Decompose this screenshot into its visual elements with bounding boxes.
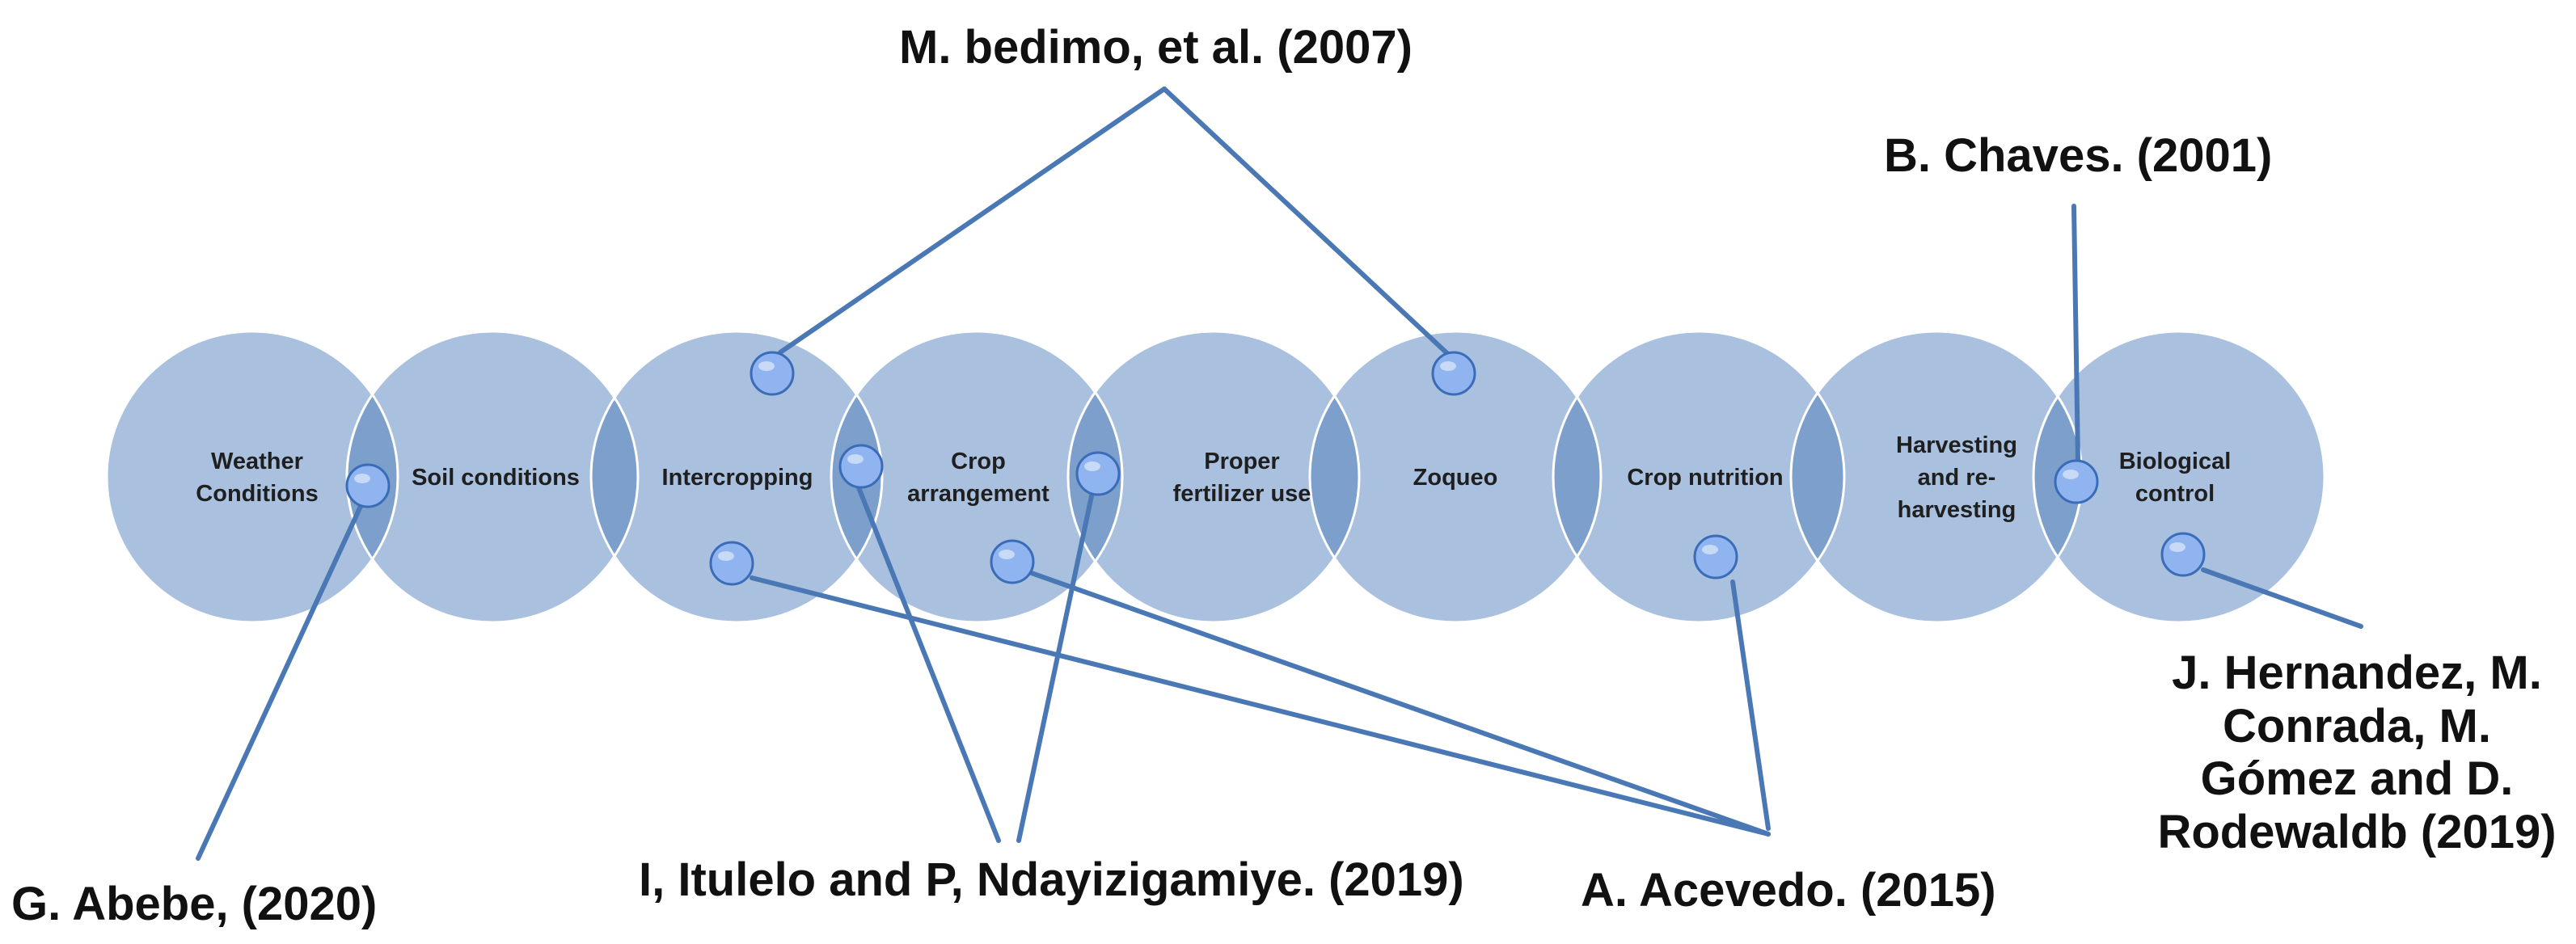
stage-label: Harvesting — [1896, 432, 2017, 458]
reference-abebe: G. Abebe, (2020) — [11, 878, 378, 930]
stage-circle — [1553, 331, 1844, 622]
stage-outlines — [105, 330, 2326, 624]
stage-label: and re- — [1918, 465, 1996, 491]
stage-circle — [107, 331, 398, 622]
reference-dot — [990, 539, 1035, 584]
connector-line — [1024, 569, 1771, 837]
stage-circle — [591, 331, 882, 622]
stage-outline — [2032, 330, 2326, 624]
connector-line — [848, 465, 1001, 843]
stage-circles — [107, 331, 2325, 622]
reference-dot-highlight — [1702, 545, 1718, 554]
reference-hernandez-line: J. Hernandez, M. — [2172, 647, 2542, 699]
reference-dot — [345, 463, 391, 508]
stage-label: control — [2135, 481, 2215, 507]
reference-dot-highlight — [1084, 461, 1100, 471]
reference-dot — [2160, 532, 2206, 577]
stage-outline — [830, 330, 1124, 624]
reference-dot-highlight — [718, 551, 734, 561]
connector-line — [1016, 474, 1098, 843]
stage-circle — [1310, 331, 1601, 622]
reference-dot-highlight — [847, 454, 864, 464]
stage-label: Weather — [211, 449, 303, 474]
reference-chaves: B. Chaves. (2001) — [1884, 129, 2273, 182]
stage-outline — [1308, 330, 1603, 624]
stage-label: Crop nutrition — [1627, 465, 1783, 491]
reference-dot-highlight — [2169, 542, 2185, 552]
reference-hernandez: J. Hernandez, M. Conrada, M. Gómez and D… — [2147, 647, 2567, 858]
reference-dot — [1693, 534, 1738, 579]
stage-outline — [589, 330, 884, 624]
stage-outline — [1552, 330, 1846, 624]
connector-line — [1730, 579, 1771, 831]
stage-outline — [345, 330, 640, 624]
stage-outline — [1066, 330, 1361, 624]
reference-dots — [345, 351, 2206, 586]
connector-line — [2071, 204, 2080, 463]
stage-label: arrangement — [907, 481, 1049, 507]
stage-outline — [105, 330, 399, 624]
reference-dot-highlight — [999, 550, 1015, 559]
stage-label: Crop — [951, 449, 1006, 474]
stage-overlap — [1310, 395, 1360, 558]
reference-dot — [1075, 451, 1121, 496]
stage-label: Soil conditions — [412, 465, 580, 491]
stage-label: Intercropping — [662, 465, 813, 491]
reference-itulelo: I, Itulelo and P, Ndayizigamiye. (2019) — [639, 853, 1464, 906]
stage-label: harvesting — [1898, 497, 2016, 523]
reference-dot — [750, 351, 795, 396]
connector-line — [1162, 86, 1454, 360]
stage-label: Biological — [2119, 449, 2232, 474]
stage-label: fertilizer use — [1173, 481, 1311, 507]
reference-hernandez-line: Conrada, M. — [2223, 699, 2491, 752]
reference-dot-highlight — [354, 474, 370, 483]
stage-circle — [831, 331, 1122, 622]
connector-line — [778, 86, 1167, 355]
stage-circle — [347, 331, 638, 622]
stage-label: Zoqueo — [1413, 465, 1498, 491]
reference-dot — [2054, 459, 2099, 504]
stage-label: Proper — [1204, 449, 1279, 474]
stage-circle — [1791, 331, 2082, 622]
reference-hernandez-line: Rodewaldb (2019) — [2157, 805, 2557, 858]
stage-overlap — [591, 398, 638, 556]
reference-dot — [709, 541, 754, 586]
reference-acevedo: A. Acevedo. (2015) — [1581, 864, 1996, 917]
connector-line — [196, 488, 370, 861]
connector-line — [750, 575, 1771, 837]
stage-overlap — [1791, 393, 1844, 561]
reference-bedimo: M. bedimo, et al. (2007) — [899, 21, 1413, 74]
reference-dot-highlight — [758, 361, 775, 371]
stage-label: Conditions — [196, 481, 318, 507]
connector-line — [2201, 567, 2363, 629]
reference-dot — [1431, 351, 1476, 396]
stage-circle — [1068, 331, 1359, 622]
stage-circle — [2033, 331, 2325, 622]
reference-dot — [838, 444, 884, 489]
stage-overlap — [1552, 397, 1601, 557]
reference-connectors — [196, 86, 2363, 861]
reference-dot-highlight — [2063, 470, 2079, 479]
reference-hernandez-line: Gómez and D. — [2200, 752, 2514, 806]
reference-dot-highlight — [1440, 361, 1456, 371]
